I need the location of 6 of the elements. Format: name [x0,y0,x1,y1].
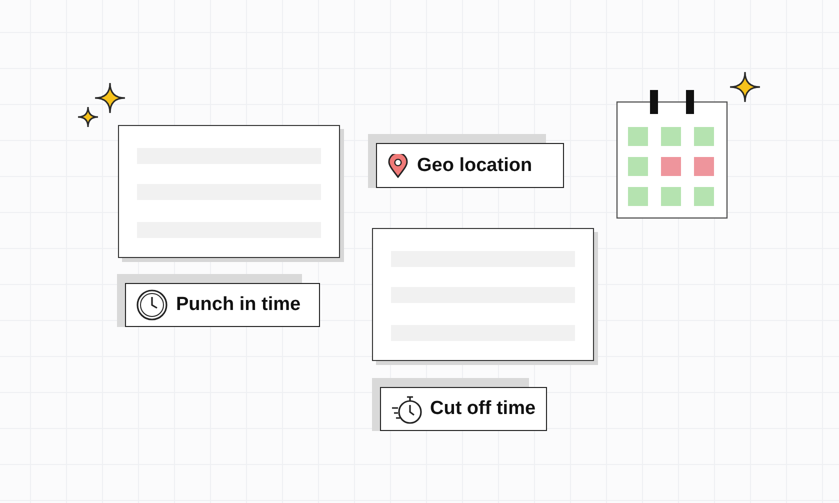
tag-text: Geo location [417,154,532,176]
label-tag [380,387,547,431]
label-tag [376,143,564,188]
tag-text: Punch in time [176,294,301,316]
tag-text: Cut off time [430,398,536,420]
label-tag [125,283,320,327]
